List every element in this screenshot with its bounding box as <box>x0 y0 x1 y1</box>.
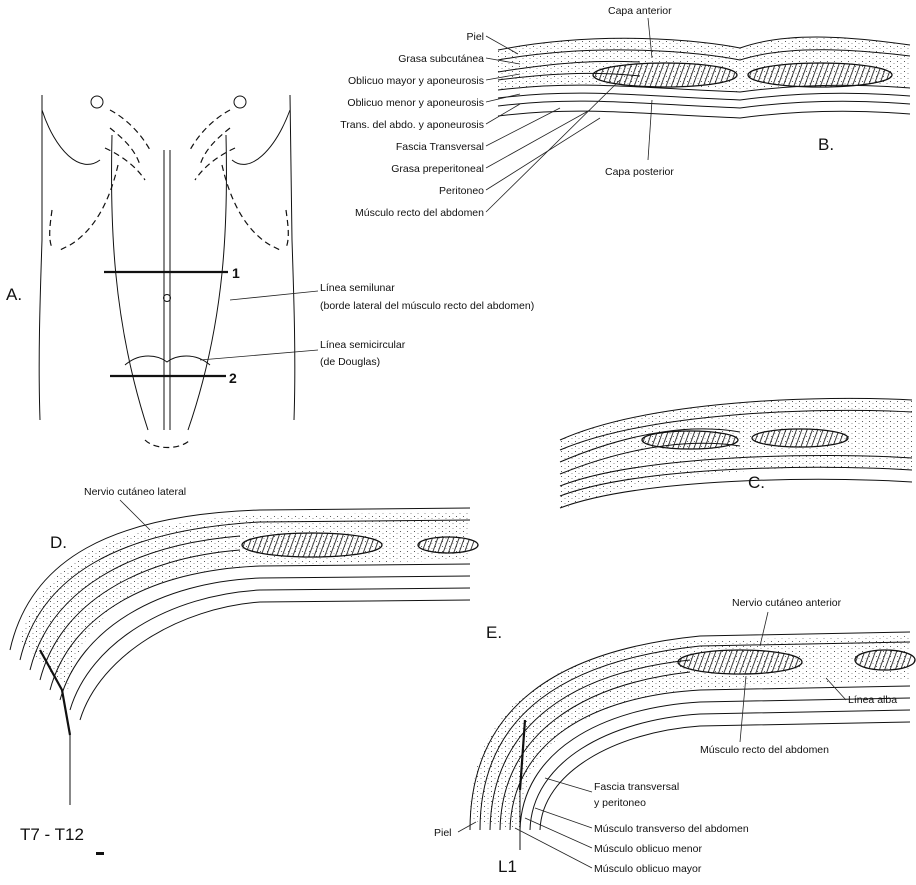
label-linea-semilunar-desc: (borde lateral del músculo recto del abd… <box>320 300 534 312</box>
segment-label-l1: L1 <box>498 857 517 876</box>
label-y-peritoneo: y peritoneo <box>594 797 646 809</box>
rectus-muscle-c-left <box>642 431 738 449</box>
panel-letter-d: D. <box>50 533 67 552</box>
rectus-muscle-right <box>748 63 892 87</box>
rectus-muscle-left <box>593 63 737 87</box>
label-transverso: Trans. del abdo. y aponeurosis <box>340 119 484 131</box>
stray-mark <box>96 852 104 855</box>
label-capa-posterior: Capa posterior <box>605 166 674 178</box>
label-peritoneo: Peritoneo <box>439 185 484 197</box>
label-linea-semicircular: Línea semicircular <box>320 339 406 351</box>
rectus-muscle-d <box>242 533 382 557</box>
label-musculo-recto: Músculo recto del abdomen <box>355 207 484 219</box>
label-oblicuo-mayor-e: Músculo oblicuo mayor <box>594 863 702 875</box>
label-capa-anterior: Capa anterior <box>608 5 672 17</box>
rectus-muscle-e-right <box>855 650 915 670</box>
label-grasa-subcutanea: Grasa subcutánea <box>398 53 484 65</box>
panel-c-section: C. <box>560 398 912 510</box>
label-fascia-transversal: Fascia Transversal <box>396 141 484 153</box>
panel-d-section: D. Nervio cutáneo lateral T7 - T12 <box>10 486 478 844</box>
panel-letter-b: B. <box>818 135 834 154</box>
label-linea-semilunar: Línea semilunar <box>320 282 395 294</box>
panel-e-section: E. Nervio cutáneo anterior Línea alba Mú… <box>434 597 915 876</box>
label-grasa-preperitoneal: Grasa preperitoneal <box>391 163 484 175</box>
nipple-right <box>234 96 246 108</box>
label-piel-e: Piel <box>434 827 452 839</box>
section-number-2: 2 <box>229 370 237 386</box>
panel-letter-c: C. <box>748 473 765 492</box>
panel-letter-e: E. <box>486 623 502 642</box>
label-musculo-recto-e: Músculo recto del abdomen <box>700 744 829 756</box>
label-oblicuo-menor: Oblicuo menor y aponeurosis <box>347 97 484 109</box>
label-nervio-lateral: Nervio cutáneo lateral <box>84 486 186 498</box>
label-oblicuo-mayor: Oblicuo mayor y aponeurosis <box>348 75 484 87</box>
panel-b-section: B. Capa anterior Capa posterior Piel Gra… <box>340 5 910 219</box>
rectus-muscle-e <box>678 650 802 674</box>
rectus-muscle-d-right <box>418 537 478 553</box>
label-fascia-transversal-e: Fascia transversal <box>594 781 679 793</box>
segment-label-t7-t12: T7 - T12 <box>20 825 84 844</box>
panel-letter-a: A. <box>6 285 22 304</box>
rectus-muscle-c-right <box>752 429 848 447</box>
section-number-1: 1 <box>232 265 240 281</box>
label-transverso-e: Músculo transverso del abdomen <box>594 823 749 835</box>
umbilicus <box>164 295 171 302</box>
label-linea-alba: Línea alba <box>848 694 897 706</box>
label-piel: Piel <box>466 31 484 43</box>
nipple-left <box>91 96 103 108</box>
label-oblicuo-menor-e: Músculo oblicuo menor <box>594 843 702 855</box>
label-nervio-anterior: Nervio cutáneo anterior <box>732 597 842 609</box>
label-de-douglas: (de Douglas) <box>320 356 380 368</box>
